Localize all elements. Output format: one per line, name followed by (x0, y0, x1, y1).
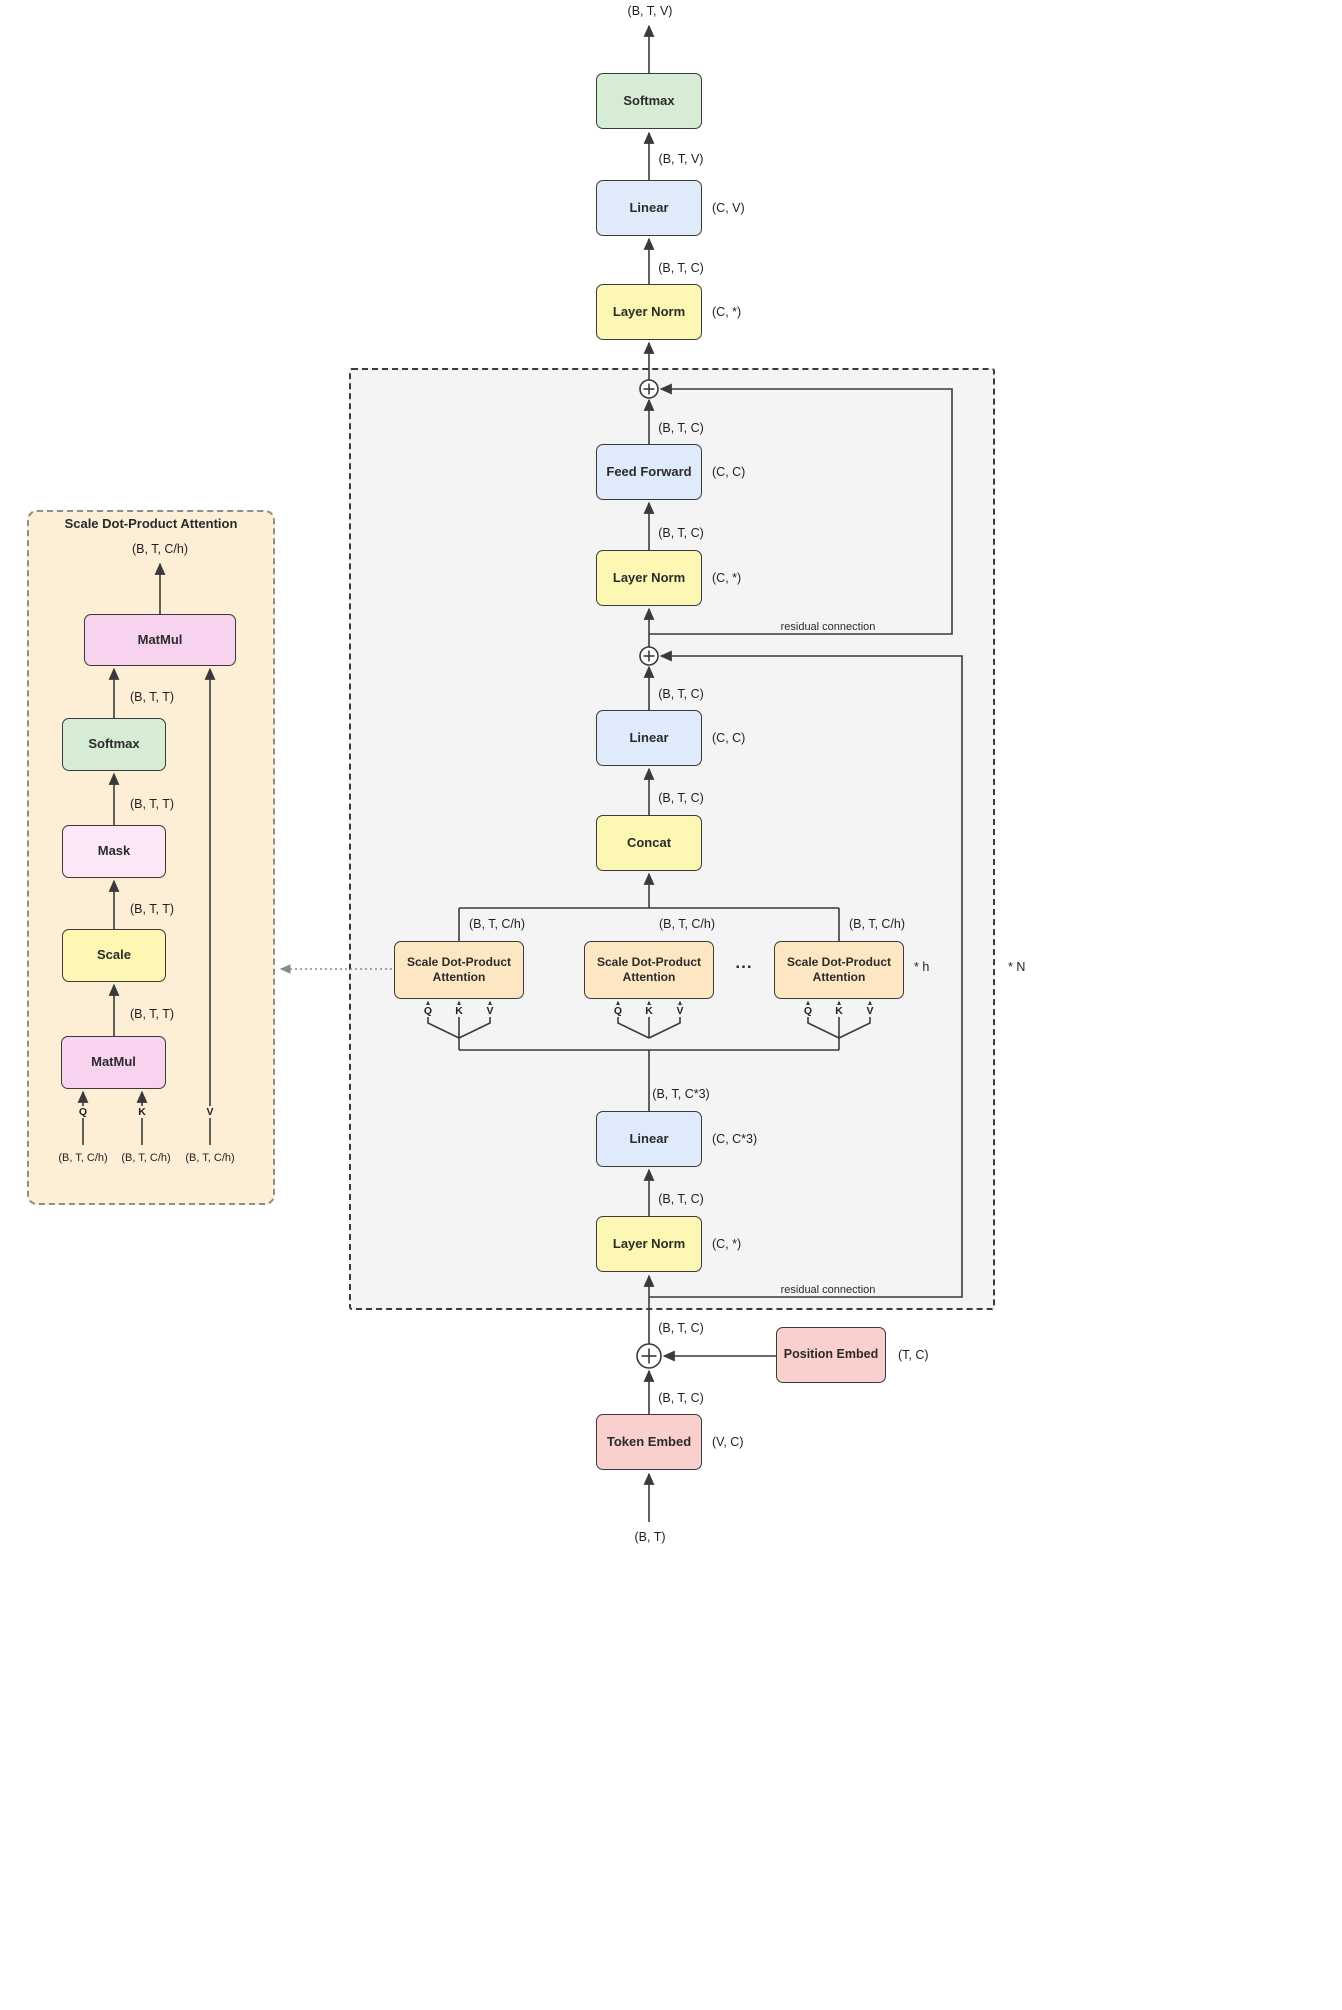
param-label: (C, C*3) (712, 1132, 758, 1146)
residual-connection-label: residual connection (777, 1284, 879, 1296)
param-label: (C, C) (712, 731, 746, 745)
layer-norm-2-label: Layer Norm (612, 569, 686, 585)
feed-forward-node: Feed Forward (596, 444, 702, 500)
tensor-shape-label: (B, T, C) (658, 1192, 704, 1206)
tensor-shape-label: (B, T, V) (658, 152, 704, 166)
detail-title: Scale Dot-Product Attention (64, 516, 238, 531)
param-label: (C, *) (712, 305, 742, 319)
token-embed-node: Token Embed (596, 1414, 702, 1470)
tensor-shape-label: (B, T, T) (130, 797, 174, 811)
param-label: (V, C) (712, 1435, 744, 1449)
concat-node: Concat (596, 815, 702, 871)
tensor-shape-label: (B, T, T) (130, 690, 174, 704)
tensor-shape-label: (B, T, C) (658, 687, 704, 701)
v-input-label: V (674, 1005, 686, 1017)
detail-softmax-label: Softmax (88, 736, 140, 752)
param-label: (C, *) (712, 1237, 742, 1251)
tensor-shape-label: (B, T, C/h) (131, 542, 189, 556)
tensor-shape-label: (B, T, C/h) (121, 1152, 171, 1164)
v-input-label: V (484, 1005, 496, 1017)
tensor-shape-label: (B, T, C/h) (58, 1152, 108, 1164)
param-label: (T, C) (898, 1348, 929, 1362)
tensor-shape-label: (B, T, C/h) (658, 917, 716, 931)
residual-connection-label: residual connection (777, 621, 879, 633)
softmax-output-node: Softmax (596, 73, 702, 129)
tensor-shape-label: (B, T, C) (658, 1391, 704, 1405)
param-label: (C, V) (712, 201, 745, 215)
k-input-label: K (833, 1005, 845, 1017)
concat-label: Concat (626, 834, 672, 850)
tensor-shape-label: (B, T, C) (658, 261, 704, 275)
detail-matmul-qk-node: MatMul (61, 1036, 166, 1089)
heads-ellipsis: ... (735, 953, 753, 972)
attention-head-2-label: Scale Dot-Product Attention (596, 955, 701, 984)
attention-head-3-node: Scale Dot-Product Attention (774, 941, 904, 999)
add-op-circle-embed (636, 1343, 662, 1369)
detail-matmul-qk-label: MatMul (91, 1054, 136, 1070)
q-input-label: Q (611, 1005, 625, 1017)
attention-head-3-label: Scale Dot-Product Attention (786, 955, 891, 984)
linear-proj-label: Linear (629, 729, 669, 745)
k-input-label: K (453, 1005, 465, 1017)
layer-norm-2-node: Layer Norm (596, 550, 702, 606)
k-input-label: K (643, 1005, 655, 1017)
attention-head-1-node: Scale Dot-Product Attention (394, 941, 524, 999)
param-label: (C, *) (712, 571, 742, 585)
tensor-shape-label: (B, T, V) (627, 4, 673, 18)
detail-mask-label: Mask (97, 843, 131, 859)
v-input-label: V (864, 1005, 876, 1017)
q-input-label: Q (421, 1005, 435, 1017)
layer-norm-1-node: Layer Norm (596, 1216, 702, 1272)
q-input-label: Q (801, 1005, 815, 1017)
detail-matmul-out-node: MatMul (84, 614, 236, 666)
tensor-shape-label: (B, T, T) (130, 902, 174, 916)
k-input-label: K (136, 1106, 148, 1118)
position-embed-label: Position Embed (783, 1347, 879, 1362)
tensor-shape-label: (B, T, C) (658, 1321, 704, 1335)
tensor-shape-label: (B, T, C) (658, 421, 704, 435)
tensor-shape-label: (B, T, C) (658, 791, 704, 805)
attention-head-1-label: Scale Dot-Product Attention (406, 955, 511, 984)
layers-multiplier-label: * N (1008, 960, 1026, 974)
tensor-shape-label: (B, T, C) (658, 526, 704, 540)
detail-scale-node: Scale (62, 929, 166, 982)
v-input-label: V (204, 1106, 216, 1118)
tensor-shape-label: (B, T, T) (130, 1007, 174, 1021)
layer-norm-1-label: Layer Norm (612, 1235, 686, 1251)
position-embed-node: Position Embed (776, 1327, 886, 1383)
linear-output-label: Linear (629, 199, 669, 215)
linear-qkv-label: Linear (629, 1130, 669, 1146)
linear-proj-node: Linear (596, 710, 702, 766)
q-input-label: Q (76, 1106, 90, 1118)
feed-forward-label: Feed Forward (606, 463, 692, 479)
heads-multiplier-label: * h (914, 960, 930, 974)
detail-scale-label: Scale (97, 947, 131, 963)
tensor-shape-label: (B, T, C*3) (652, 1087, 710, 1101)
layer-norm-final-node: Layer Norm (596, 284, 702, 340)
tensor-shape-label: (B, T, C/h) (185, 1152, 235, 1164)
softmax-output-label: Softmax (623, 92, 675, 108)
linear-qkv-node: Linear (596, 1111, 702, 1167)
tensor-shape-label: (B, T, C/h) (468, 917, 526, 931)
layer-norm-final-label: Layer Norm (612, 303, 686, 319)
attention-head-2-node: Scale Dot-Product Attention (584, 941, 714, 999)
tensor-shape-label: (B, T) (634, 1530, 666, 1544)
detail-matmul-out-label: MatMul (137, 631, 183, 647)
detail-mask-node: Mask (62, 825, 166, 878)
token-embed-label: Token Embed (606, 1433, 692, 1449)
linear-output-node: Linear (596, 180, 702, 236)
detail-softmax-node: Softmax (62, 718, 166, 771)
tensor-shape-label: (B, T, C/h) (848, 917, 906, 931)
param-label: (C, C) (712, 465, 746, 479)
